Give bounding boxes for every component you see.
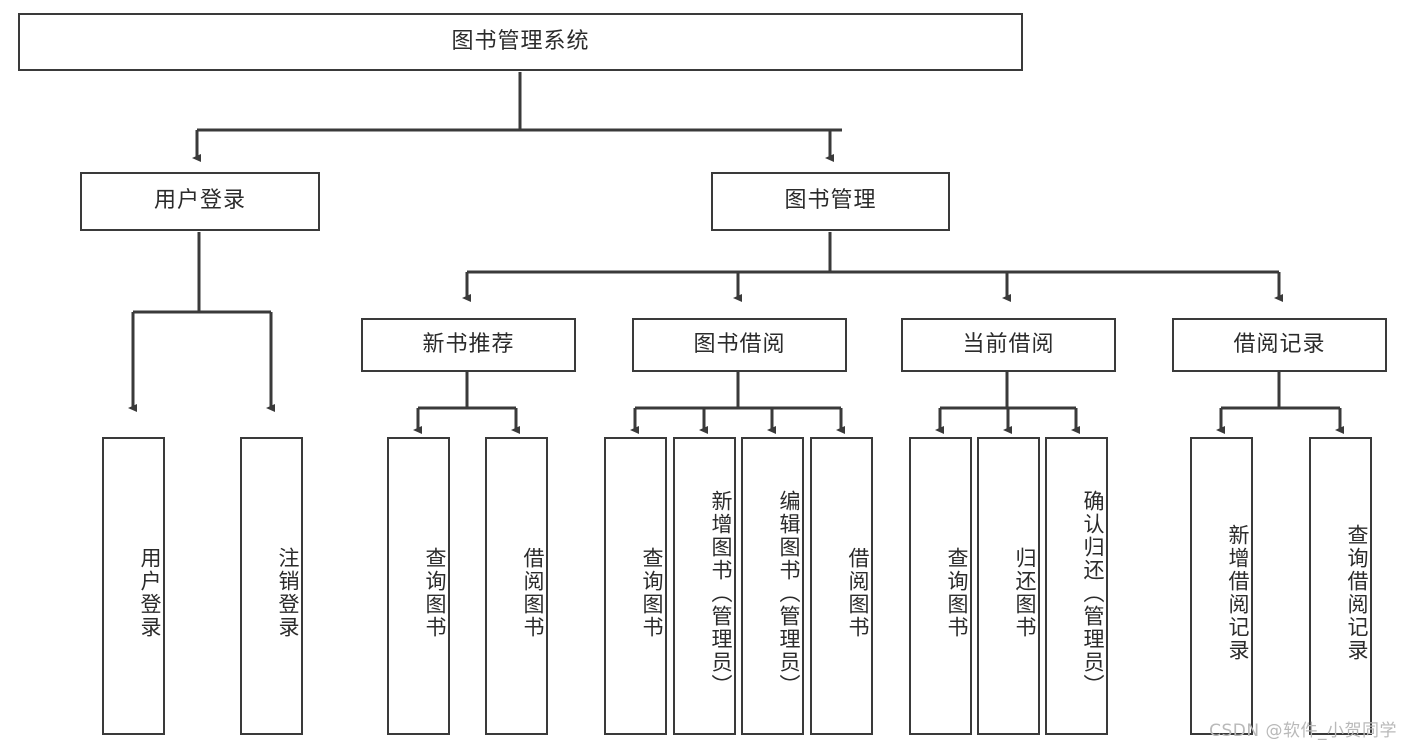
node-user-login[interactable]: 用户登录 <box>80 172 320 231</box>
node-root-label: 图书管理系统 <box>451 28 590 54</box>
node-book-management-label: 图书管理 <box>784 188 877 214</box>
node-new-book-recommend[interactable]: 新书推荐 <box>361 318 576 372</box>
node-new-book-recommend-label: 新书推荐 <box>422 331 515 357</box>
node-leaf-query-book-recommend[interactable]: 查询图书 <box>387 437 450 735</box>
node-leaf-confirm-return-admin[interactable]: 确认归还（管理员） <box>1045 437 1108 735</box>
node-leaf-add-book-admin[interactable]: 新增图书（管理员） <box>673 437 736 735</box>
node-user-login-label: 用户登录 <box>153 188 246 214</box>
node-leaf-borrow-book-recommend[interactable]: 借阅图书 <box>485 437 548 735</box>
node-book-borrow-label: 图书借阅 <box>693 331 786 357</box>
node-book-borrow[interactable]: 图书借阅 <box>632 318 847 372</box>
node-leaf-confirm-return-admin-label: 确认归还（管理员） <box>1081 489 1105 697</box>
node-leaf-return-book[interactable]: 归还图书 <box>977 437 1040 735</box>
node-leaf-edit-book-admin[interactable]: 编辑图书（管理员） <box>741 437 804 735</box>
node-current-borrow-label: 当前借阅 <box>962 331 1055 357</box>
node-leaf-add-borrow-record[interactable]: 新增借阅记录 <box>1190 437 1253 735</box>
node-leaf-add-borrow-record-label: 新增借阅记录 <box>1226 524 1250 662</box>
node-leaf-borrow-book[interactable]: 借阅图书 <box>810 437 873 735</box>
node-root-book-management-system[interactable]: 图书管理系统 <box>18 13 1023 71</box>
node-leaf-query-book-current[interactable]: 查询图书 <box>909 437 972 735</box>
node-current-borrow[interactable]: 当前借阅 <box>901 318 1116 372</box>
node-leaf-edit-book-admin-label: 编辑图书（管理员） <box>777 489 801 697</box>
node-leaf-query-book-borrow[interactable]: 查询图书 <box>604 437 667 735</box>
node-leaf-logout[interactable]: 注销登录 <box>240 437 303 735</box>
node-leaf-query-book-current-label: 查询图书 <box>945 547 969 639</box>
csdn-watermark: CSDN @软件_小贺同学 <box>1209 721 1397 741</box>
node-leaf-query-book-borrow-label: 查询图书 <box>640 547 664 639</box>
node-leaf-borrow-book-recommend-label: 借阅图书 <box>521 547 545 639</box>
node-leaf-user-login[interactable]: 用户登录 <box>102 437 165 735</box>
node-leaf-logout-label: 注销登录 <box>276 547 300 639</box>
node-book-management[interactable]: 图书管理 <box>711 172 950 231</box>
node-leaf-borrow-book-label: 借阅图书 <box>846 547 870 639</box>
node-leaf-return-book-label: 归还图书 <box>1013 547 1037 639</box>
node-leaf-add-book-admin-label: 新增图书（管理员） <box>709 489 733 697</box>
node-borrow-record[interactable]: 借阅记录 <box>1172 318 1387 372</box>
node-leaf-query-borrow-record-label: 查询借阅记录 <box>1345 524 1369 662</box>
node-leaf-query-book-recommend-label: 查询图书 <box>423 547 447 639</box>
node-leaf-user-login-label: 用户登录 <box>138 547 162 639</box>
node-leaf-query-borrow-record[interactable]: 查询借阅记录 <box>1309 437 1372 735</box>
node-borrow-record-label: 借阅记录 <box>1233 331 1326 357</box>
